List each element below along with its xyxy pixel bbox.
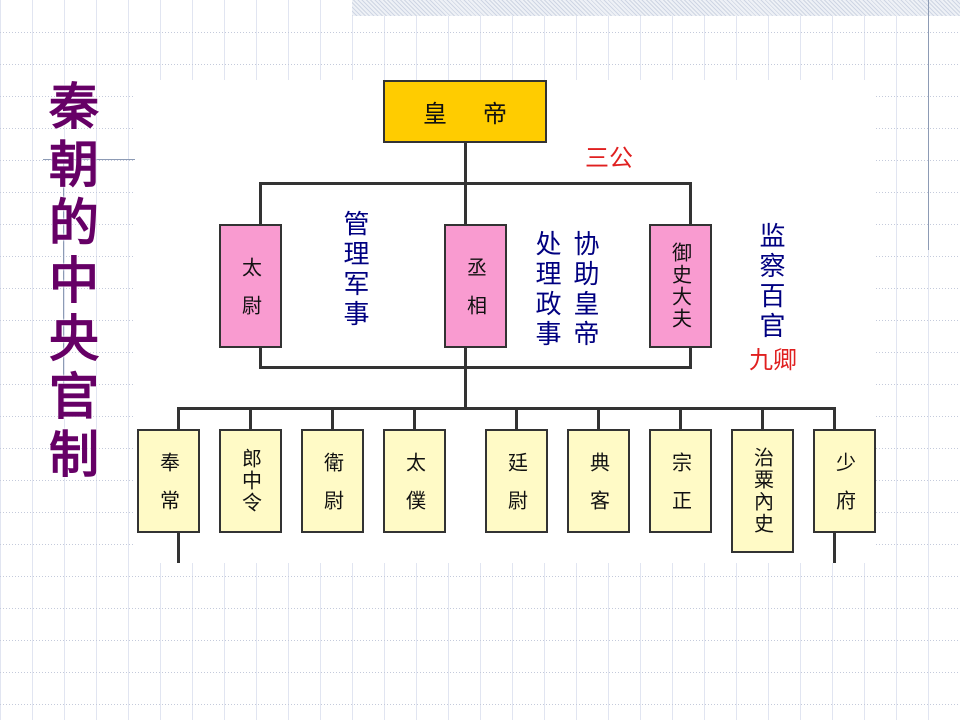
- grid-line: [0, 608, 960, 609]
- sangong-box-chengxiang: 丞相: [444, 224, 507, 348]
- connector-line: [413, 408, 416, 430]
- connector-line: [249, 408, 252, 430]
- connector-line: [177, 532, 180, 563]
- office-name: 奉常: [156, 452, 181, 528]
- taiwei-duty: 管理军事: [339, 210, 369, 330]
- office-name: 衛尉: [320, 452, 345, 528]
- connector-line: [833, 532, 836, 563]
- decorative-line: [43, 159, 135, 160]
- connector-line: [689, 182, 692, 225]
- jiuqing-box: 典客: [567, 429, 630, 533]
- office-name: 太尉: [238, 257, 263, 333]
- yushi-duty: 监察百官: [755, 222, 785, 342]
- jiuqing-box: 奉常: [137, 429, 200, 533]
- office-name: 宗正: [668, 452, 693, 528]
- jiuqing-box: 郎中令: [219, 429, 282, 533]
- grid-line: [0, 32, 960, 33]
- office-name: 典客: [586, 452, 611, 528]
- jiuqing-label: 九卿: [749, 346, 797, 374]
- sangong-box-taiwei: 太尉: [219, 224, 282, 348]
- connector-line: [259, 182, 692, 185]
- jiuqing-box: 少府: [813, 429, 876, 533]
- sangong-label: 三公: [585, 144, 633, 172]
- decorative-line: [928, 0, 929, 250]
- connector-line: [259, 366, 692, 369]
- office-name: 治粟內史: [750, 447, 775, 535]
- connector-line: [689, 347, 692, 368]
- jiuqing-box: 衛尉: [301, 429, 364, 533]
- connector-line: [259, 182, 262, 225]
- emperor-box: 皇 帝: [383, 80, 547, 143]
- emperor-char: 皇: [423, 100, 447, 128]
- slide-title: 秦朝的中央官制: [41, 80, 100, 486]
- connector-line: [464, 347, 467, 409]
- office-name: 御史大夫: [668, 242, 693, 330]
- connector-line: [259, 347, 262, 368]
- connector-line: [515, 408, 518, 430]
- chengxiang-duty: 处理政事: [531, 230, 561, 350]
- jiuqing-box: 太僕: [383, 429, 446, 533]
- emperor-char: 帝: [483, 100, 507, 128]
- connector-line: [177, 408, 180, 430]
- grid-line: [0, 576, 960, 577]
- office-name: 太僕: [402, 452, 427, 528]
- decorative-line: [63, 160, 64, 386]
- connector-line: [177, 407, 836, 410]
- jiuqing-box: 治粟內史: [731, 429, 794, 553]
- connector-line: [331, 408, 334, 430]
- connector-line: [679, 408, 682, 430]
- sangong-box-yushidafu: 御史大夫: [649, 224, 712, 348]
- office-name: 廷尉: [504, 452, 529, 528]
- chengxiang-duty-2: 协助皇帝: [569, 230, 599, 350]
- jiuqing-box: 宗正: [649, 429, 712, 533]
- grid-line: [0, 64, 960, 65]
- connector-line: [464, 142, 467, 184]
- grid-line: [0, 640, 960, 641]
- jiuqing-box: 廷尉: [485, 429, 548, 533]
- office-name: 丞相: [463, 257, 488, 333]
- connector-line: [833, 408, 836, 430]
- header-band: [352, 0, 960, 16]
- grid-line: [0, 672, 960, 673]
- office-name: 郎中令: [238, 448, 263, 514]
- office-name: 少府: [832, 452, 857, 528]
- grid-line: [0, 704, 960, 705]
- connector-line: [597, 408, 600, 430]
- connector-line: [761, 408, 764, 430]
- connector-line: [464, 182, 467, 225]
